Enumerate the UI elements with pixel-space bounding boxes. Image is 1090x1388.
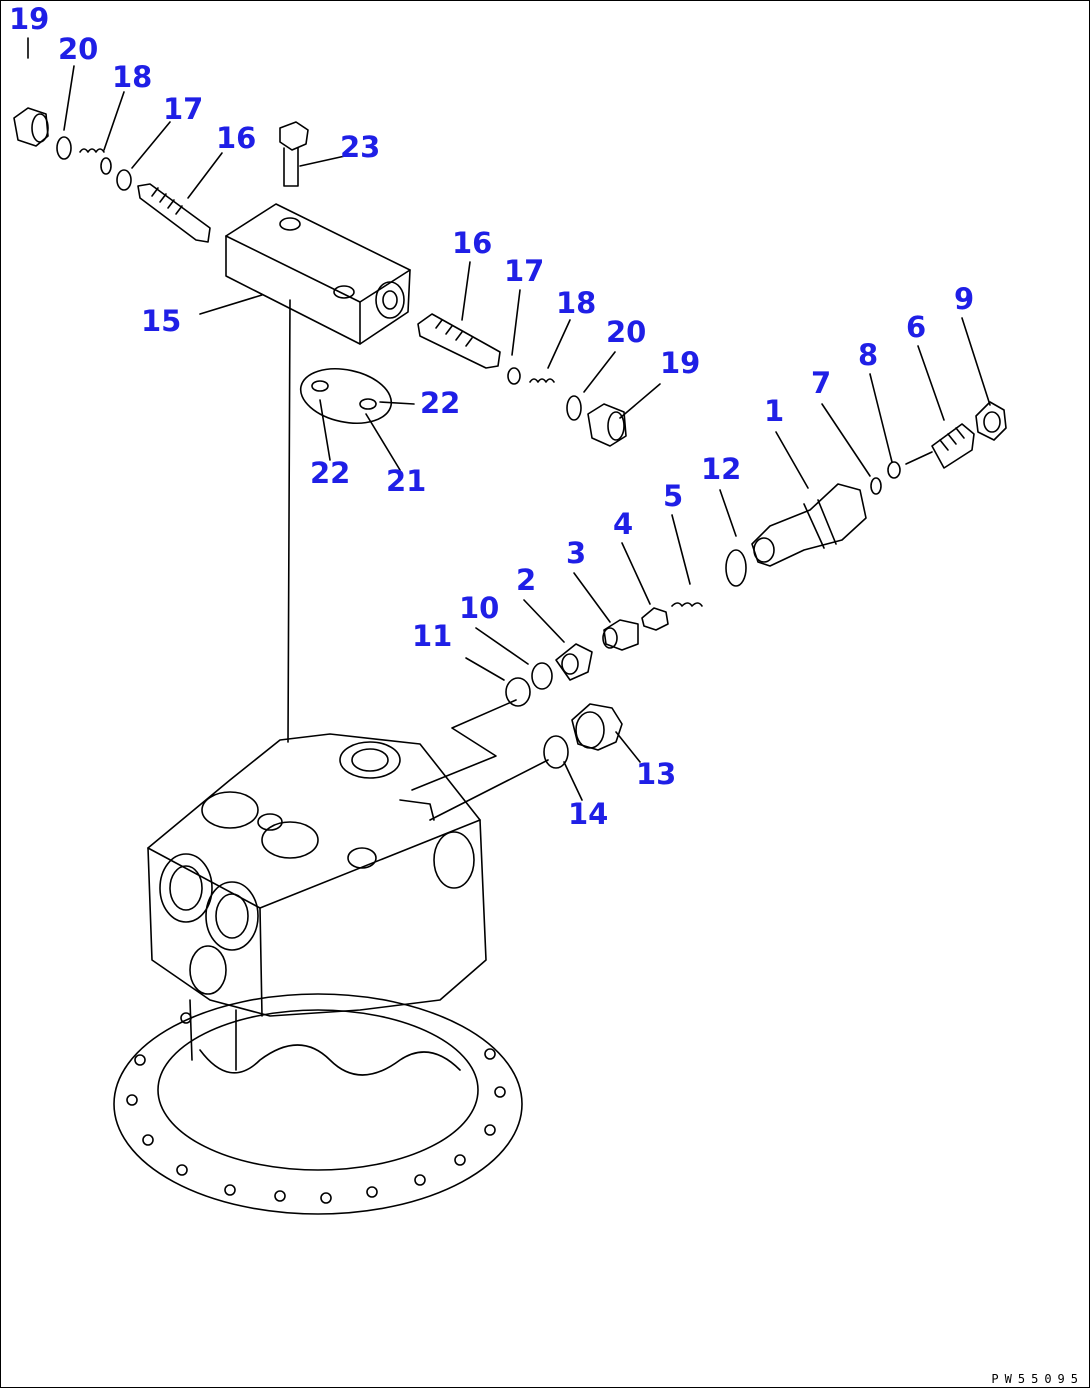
motor-body <box>113 733 523 1215</box>
callout-15: 15 <box>141 304 182 338</box>
callout-7: 7 <box>811 366 832 400</box>
bolt <box>279 121 309 187</box>
callout-4: 4 <box>613 507 634 541</box>
callout-10: 10 <box>459 591 500 625</box>
callout-20-right: 20 <box>606 315 647 349</box>
callout-17: 17 <box>163 92 204 126</box>
valve-block <box>225 203 411 345</box>
callout-16: 16 <box>216 121 257 155</box>
callout-22-lower: 22 <box>310 456 351 490</box>
callout-2: 2 <box>516 563 537 597</box>
callout-11: 11 <box>412 619 453 653</box>
callout-20: 20 <box>58 32 99 66</box>
callout-17-right: 17 <box>504 254 545 288</box>
callout-1: 1 <box>764 394 785 428</box>
callout-14: 14 <box>568 797 609 831</box>
right-spool-set <box>417 313 627 447</box>
callout-22: 22 <box>420 386 461 420</box>
plug-and-ring <box>543 703 623 769</box>
drawing-code: PW55095 <box>991 1372 1084 1386</box>
callout-21: 21 <box>386 464 427 498</box>
callout-19-right: 19 <box>660 346 701 380</box>
callout-23: 23 <box>340 130 381 164</box>
callout-18-right: 18 <box>556 286 597 320</box>
callout-8: 8 <box>858 338 879 372</box>
callout-5: 5 <box>663 479 684 513</box>
relief-valve-set <box>505 401 1007 707</box>
gasket <box>299 368 393 424</box>
callout-3: 3 <box>566 536 587 570</box>
left-spool-set <box>13 107 211 243</box>
callout-16-right: 16 <box>452 226 493 260</box>
callout-13: 13 <box>636 757 677 791</box>
callout-19: 19 <box>9 2 50 36</box>
callout-18: 18 <box>112 60 153 94</box>
leader-lines <box>27 37 991 821</box>
callout-9: 9 <box>954 282 975 316</box>
callout-6: 6 <box>906 310 927 344</box>
callout-12: 12 <box>701 452 742 486</box>
